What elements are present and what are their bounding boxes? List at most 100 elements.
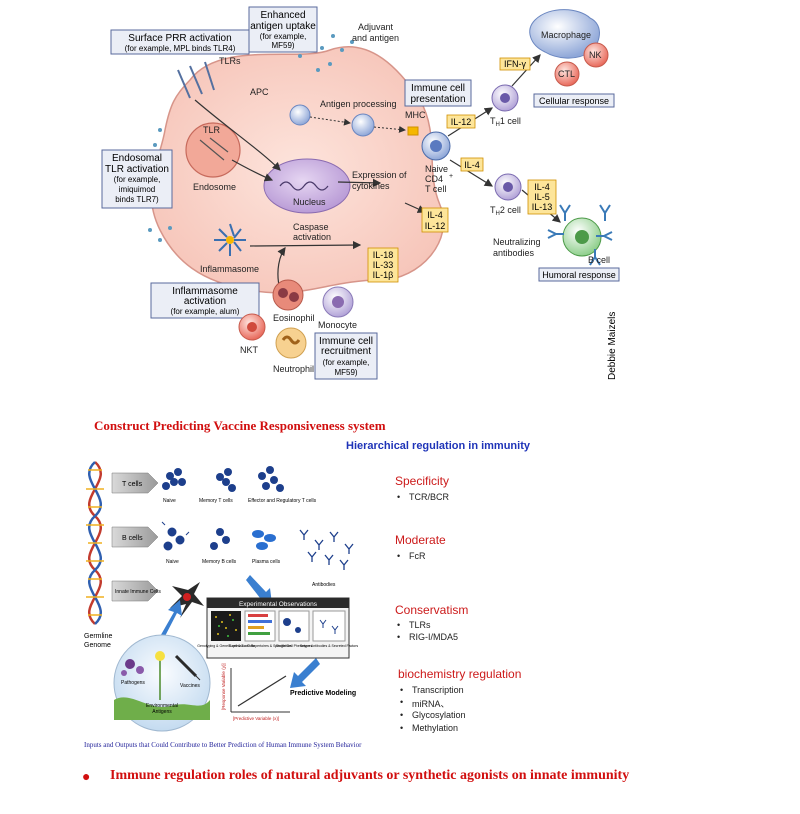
exp-col-2: B-cell & T-cell Repertoires & Specificit…	[228, 644, 291, 648]
specificity-item-1: TCR/BCR	[409, 492, 449, 502]
adjuvant-label-1: Adjuvant	[358, 22, 394, 32]
neutrophil-icon	[275, 327, 307, 359]
nk-label: NK	[589, 50, 602, 60]
row-t-cells-label: T cells	[122, 481, 143, 488]
bullet-dot: •	[400, 710, 404, 720]
naive-b-cells-icon	[161, 521, 190, 551]
il18-1: IL-18	[373, 250, 394, 260]
naive-label-2: CD4	[425, 174, 443, 184]
th2-label: TH2 cell	[490, 205, 521, 217]
b-plasma-label: Plasma cells	[252, 559, 281, 565]
germline-2: Genome	[84, 642, 111, 649]
recruitment-callout	[314, 332, 378, 380]
enhanced-uptake-callout	[248, 6, 318, 53]
figure-caption: Inputs and Outputs that Could Contribute…	[84, 741, 362, 749]
exp-header-bar	[207, 598, 349, 608]
il4-box	[460, 157, 484, 172]
pathogens-icon	[121, 659, 144, 676]
antibodies-icon	[299, 529, 354, 570]
exp-col-3: Single Cell Phenotypes	[276, 644, 312, 648]
blue-arrow-down-icon	[246, 575, 272, 604]
blue-arrow-up-icon	[158, 600, 182, 642]
ifn-label: IFN-γ	[504, 59, 526, 69]
th2-cyto-3: IL-13	[532, 202, 553, 212]
naive-label-1: Naive	[425, 164, 448, 174]
neutrophil-label: Neutrophil	[273, 364, 314, 374]
pathogens-label: Pathogens	[121, 680, 145, 686]
enhanced-sub-1: (for example,	[260, 32, 307, 41]
environmental-1: Environmental	[146, 703, 178, 709]
endosomal-5: binds TLR7)	[115, 195, 159, 204]
surface-prr-sub: (for example, MPL binds TLR4)	[125, 44, 236, 53]
repertoire-thumb	[244, 610, 276, 642]
tlrs-label: TLRs	[219, 56, 241, 66]
neutralizing-2: antibodies	[493, 248, 535, 258]
humoral-response-label: Humoral response	[542, 270, 616, 280]
section-subheading: Hierarchical regulation in immunity	[346, 440, 530, 452]
presentation-1: Immune cell	[411, 83, 465, 94]
moderate-item-1: FcR	[409, 551, 426, 561]
caspase-label-2: activation	[293, 232, 331, 242]
enhanced-title-2: antigen uptake	[250, 21, 316, 32]
th1-label: TH1 cell	[490, 116, 521, 128]
vaccines-label: Vaccines	[180, 683, 200, 689]
serum-thumb	[312, 610, 346, 642]
inflammasome-icon	[214, 223, 246, 256]
flower-icon	[155, 651, 165, 700]
memory-b-cells-icon	[210, 528, 230, 550]
il18-2: IL-33	[373, 260, 394, 270]
category-biochem-title: biochemistry regulation	[398, 667, 522, 681]
il12-label: IL-12	[451, 117, 472, 127]
nucleus-label: Nucleus	[293, 197, 326, 207]
inflammasome-act-3: (for example, alum)	[171, 307, 240, 316]
conservatism-item-2: RIG-I/MDA5	[409, 632, 459, 642]
inflammasome-act-2: activation	[184, 296, 226, 307]
adjuvant-label-2: and antigen	[352, 33, 399, 43]
tlr-label: TLR	[203, 125, 221, 135]
il4-il12-box	[421, 207, 449, 233]
red-bullet-icon: ●	[82, 768, 91, 784]
plot-y-label: [Response Variable (y)]	[221, 663, 226, 710]
row-innate-label: Innate Immune Cells	[115, 589, 161, 595]
endosome-label: Endosome	[193, 182, 236, 192]
b-antibodies-label: Antibodies	[312, 582, 336, 588]
dna-helix-icon	[86, 461, 104, 625]
naive-t-cells-icon	[162, 468, 186, 490]
bullet-dot: •	[397, 620, 401, 630]
category-moderate-title: Moderate	[395, 533, 446, 547]
environmental-2: Antigens	[152, 709, 172, 715]
b-naive-label: Naive	[166, 559, 179, 565]
plot-x-label: [Predictive Variable (x)]	[233, 716, 279, 721]
endosomal-1: Endosomal	[112, 153, 162, 164]
antibody-icons	[547, 204, 613, 266]
t-naive-label: Naive	[163, 498, 176, 504]
adjuvant-mechanism-diagram: Nucleus TLR Endosome Inflammasome TLRs A…	[101, 6, 620, 380]
endosomal-tlr-callout	[101, 149, 173, 209]
b-cells-row-arrow: B cells	[111, 526, 159, 548]
bullet-heading: Immune regulation roles of natural adjuv…	[110, 768, 630, 783]
category-conservatism-title: Conservatism	[395, 603, 469, 617]
credit-label: Debbie Maizels	[607, 312, 618, 380]
antigen-vesicle-2-icon	[351, 113, 375, 137]
il4-il12-2: IL-12	[425, 221, 446, 231]
bullet-dot: •	[397, 551, 401, 561]
bullet-dot: •	[400, 723, 404, 733]
exp-title: Experimental Observations	[239, 601, 318, 608]
monocyte-label: Monocyte	[318, 320, 357, 330]
blue-arrow-predict-icon	[290, 658, 320, 688]
exp-col-4: Serum Antibodies & Secreted Factors	[300, 644, 359, 648]
th2-cytokine-box	[527, 179, 557, 215]
innate-row-arrow: Innate Immune Cells	[111, 580, 161, 602]
macrophage-label: Macrophage	[541, 30, 591, 40]
tlr-receptors-icon	[177, 61, 215, 99]
il18-3: IL-1β	[373, 270, 394, 280]
naive-label-3: T cell	[425, 184, 446, 194]
syringe-vaccine-icon	[174, 654, 201, 681]
surface-prr-callout	[110, 29, 250, 55]
expression-label-1: Expression of	[352, 170, 407, 180]
mhc-label: MHC	[405, 110, 426, 120]
t-effector-label: Effector and Regulatory T cells	[248, 498, 317, 504]
bullet-dot: •	[400, 697, 404, 707]
antigen-processing-label: Antigen processing	[320, 99, 397, 109]
antigen-vesicle-icon	[289, 104, 311, 126]
